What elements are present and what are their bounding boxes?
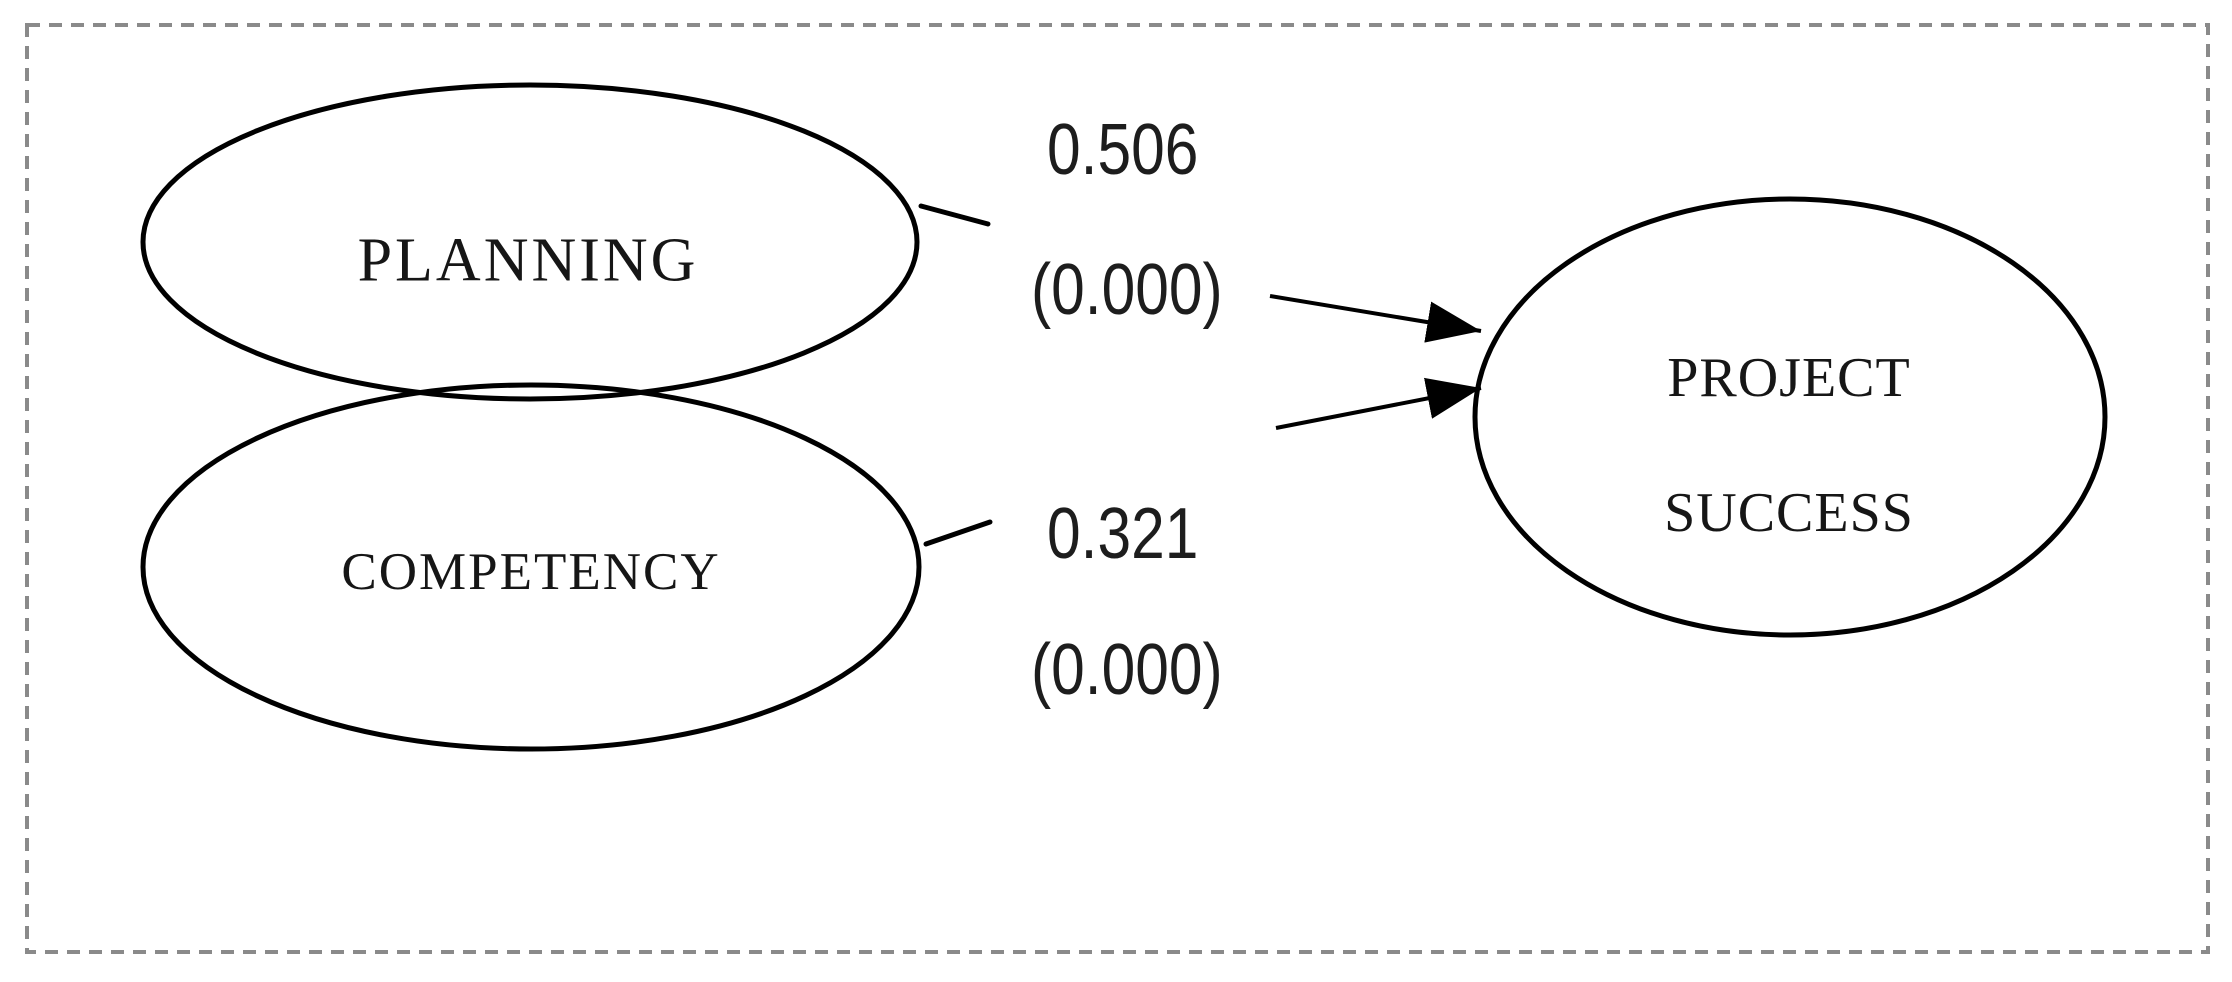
competency-path-pvalue: (0.000): [1031, 630, 1223, 710]
planning-to-success-arrow: [1269, 294, 1482, 343]
planning-path-coefficient: 0.506: [1047, 110, 1199, 190]
planning-ellipse: [140, 82, 920, 402]
planning-path-pvalue: (0.000): [1031, 250, 1223, 330]
planning-node-label: PLANNING: [357, 226, 699, 295]
project-success-node-label: PROJECT SUCCESS: [1664, 311, 1914, 581]
competency-node-label: COMPETENCY: [341, 543, 721, 601]
figure-dashed-border: [25, 23, 2210, 954]
competency-to-success-arrow: [1275, 377, 1482, 430]
planning-tick-line: [918, 203, 991, 227]
competency-ellipse: [140, 382, 922, 752]
project-success-label-line2: SUCCESS: [1664, 482, 1914, 544]
competency-path-coefficient: 0.321: [1047, 494, 1199, 574]
project-success-label-line1: PROJECT: [1667, 347, 1911, 409]
competency-tick-line: [923, 519, 993, 547]
